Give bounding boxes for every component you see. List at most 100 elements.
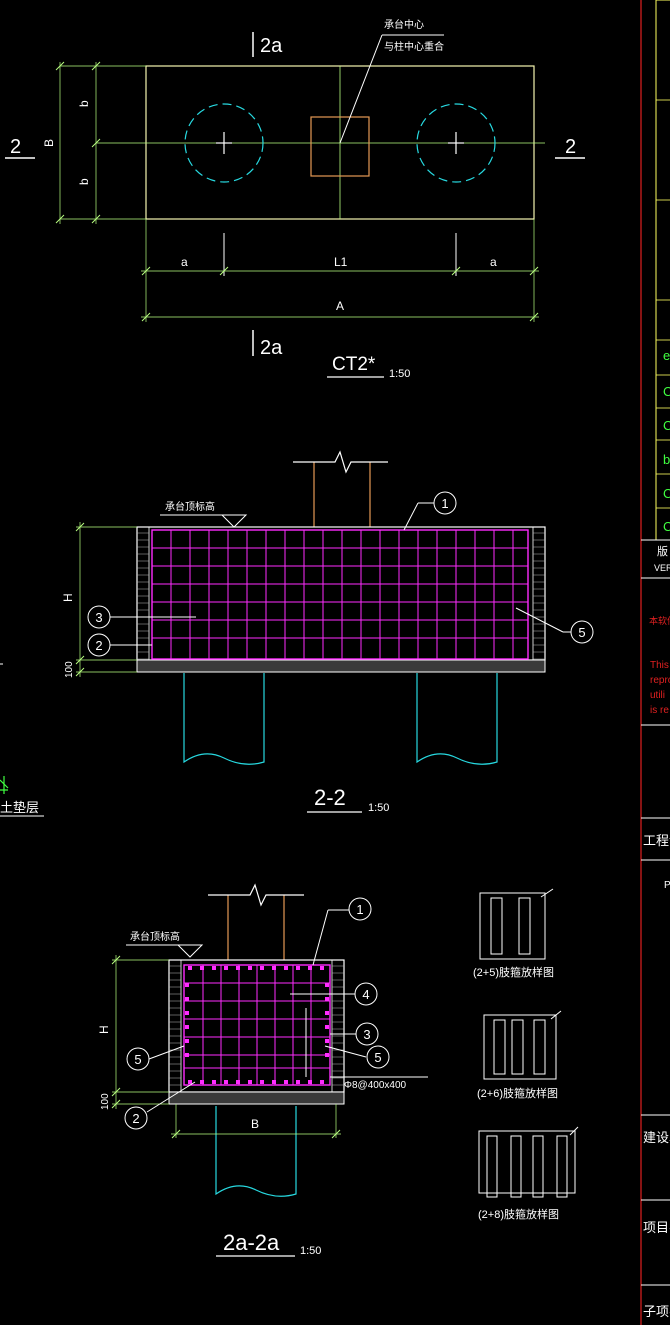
rebar-dot: [325, 983, 329, 987]
rebar-dot: [188, 966, 192, 970]
tb-red-heading: 本软件: [649, 615, 670, 626]
rebar-dot: [308, 966, 312, 970]
rebar-dot: [185, 1053, 189, 1057]
rebar-dot: [200, 966, 204, 970]
tie-note-2a: Φ8@400x400: [344, 1080, 406, 1091]
tb-row-2: C: [663, 384, 670, 399]
dim-B-2a: B: [251, 1117, 259, 1131]
dim-b-top: b: [77, 100, 91, 107]
section-mark-left: 2: [10, 136, 21, 158]
rebar-dot: [320, 966, 324, 970]
dim-a-left: a: [181, 255, 188, 269]
dim-A: A: [336, 299, 344, 313]
rebar-dot: [248, 966, 252, 970]
column-outline: [310, 116, 370, 177]
tb-row-3: C: [663, 418, 670, 433]
rebar-dot: [272, 966, 276, 970]
rebar-dot: [212, 1080, 216, 1084]
tb-red-line-2: repro: [650, 675, 670, 686]
tb-version-en: VERS: [654, 563, 670, 573]
section-2a-scale: 1:50: [300, 1245, 321, 1257]
section-mark-right: 2: [565, 136, 576, 158]
callout-1-2a: 1: [356, 902, 363, 917]
callout-5-right-2a: 5: [374, 1050, 381, 1065]
dim-100-2a: 100: [100, 1093, 111, 1110]
rebar-dot: [200, 1080, 204, 1084]
plan-view: 2a 2a 2 2 承台中心 与柱中心重合 B b: [5, 18, 585, 380]
section-2a-title: 2a-2a: [223, 1230, 280, 1255]
pile-left: [184, 103, 264, 183]
left-fragment-text: 混凝土垫层: [0, 800, 39, 815]
plan-note-line2: 与柱中心重合: [384, 40, 444, 53]
callout-2-2-2: 2: [95, 638, 102, 653]
dim-100-2-2: 100: [64, 661, 75, 678]
rebar-dot: [248, 1080, 252, 1084]
title-block: e C C b C C 版 VERS 本软件 This repro utili …: [640, 0, 670, 1325]
section-2-2: 承台顶标高 H 100 1 3 2 5 2-2 1:50: [61, 450, 594, 814]
plan-note-line1: 承台中心: [384, 18, 424, 31]
callout-1-2-2: 1: [441, 496, 448, 511]
elevation-label-2a: 承台顶标高: [130, 930, 180, 943]
rebar-dots-2a: [185, 966, 329, 1084]
tb-project-name: 项目名: [643, 1220, 670, 1235]
tb-red-line-4: is re: [650, 705, 669, 716]
callout-5-left-2a: 5: [134, 1052, 141, 1067]
bedding-layer-2a: [168, 1091, 345, 1105]
rebar-dot: [185, 997, 189, 1001]
pile-left-section: [183, 673, 265, 765]
dim-L1: L1: [334, 255, 348, 269]
rebar-dot: [212, 966, 216, 970]
stirrup-label-3: (2+8)肢箍放样图: [478, 1207, 559, 1221]
stirrup-label-1: (2+5)肢箍放样图: [473, 965, 554, 979]
bedding-layer-2-2: [136, 659, 546, 673]
pile-section-2a: [215, 1106, 297, 1197]
tb-row-6: C: [663, 519, 670, 534]
section-mark-top: 2a: [260, 35, 283, 57]
rebar-grid-2a: [184, 965, 330, 1085]
rebar-dot: [325, 1025, 329, 1029]
rebar-dot: [284, 966, 288, 970]
dim-a-right: a: [490, 255, 497, 269]
section-mark-bottom: 2a: [260, 337, 283, 359]
callout-3-2a: 3: [363, 1027, 370, 1042]
rebar-dot: [185, 1025, 189, 1029]
left-fragment: 混凝土垫层: [0, 663, 44, 817]
tb-red-line-3: utili: [650, 690, 665, 701]
rebar-dot: [325, 997, 329, 1001]
rebar-dot: [296, 966, 300, 970]
rebar-dot: [320, 1080, 324, 1084]
rebar-dot: [224, 1080, 228, 1084]
tb-row-1: e: [663, 348, 670, 363]
plan-title: CT2*: [332, 354, 376, 375]
stirrup-diagrams: (2+5)肢箍放样图 (2+6)肢箍放样图 (2+8)肢箍放样图: [473, 888, 579, 1221]
elevation-label-2-2: 承台顶标高: [165, 500, 215, 513]
tb-owner: 建设单: [643, 1130, 670, 1145]
section-2-2-title: 2-2: [314, 785, 346, 810]
rebar-dot: [260, 966, 264, 970]
rebar-dot: [185, 1011, 189, 1015]
section-2-2-scale: 1:50: [368, 802, 389, 814]
rebar-dot: [236, 1080, 240, 1084]
tb-row-4: b: [663, 452, 670, 467]
rebar-dot: [236, 966, 240, 970]
callout-4-2a: 4: [362, 987, 369, 1002]
pile-right: [416, 103, 496, 183]
tb-red-line-1: This: [650, 660, 669, 671]
rebar-grid-2-2: [151, 530, 528, 659]
dim-b-bottom: b: [77, 178, 91, 185]
rebar-dot: [284, 1080, 288, 1084]
tb-row-5: C: [663, 486, 670, 501]
rebar-dot: [296, 1080, 300, 1084]
tb-p-label: P: [664, 880, 670, 891]
section-2a-2a: 承台顶标高 H 100 B 1 4 3 5 5 2: [97, 883, 428, 1257]
rebar-dot: [325, 1053, 329, 1057]
rebar-dot: [325, 1039, 329, 1043]
dim-B-plan: B: [42, 139, 56, 147]
callout-3-2-2: 3: [95, 610, 102, 625]
rebar-dot: [188, 1080, 192, 1084]
pile-right-section: [416, 673, 498, 765]
plan-scale: 1:50: [389, 368, 410, 380]
stirrup-label-2: (2+6)肢箍放样图: [477, 1086, 558, 1100]
rebar-dot: [308, 1080, 312, 1084]
